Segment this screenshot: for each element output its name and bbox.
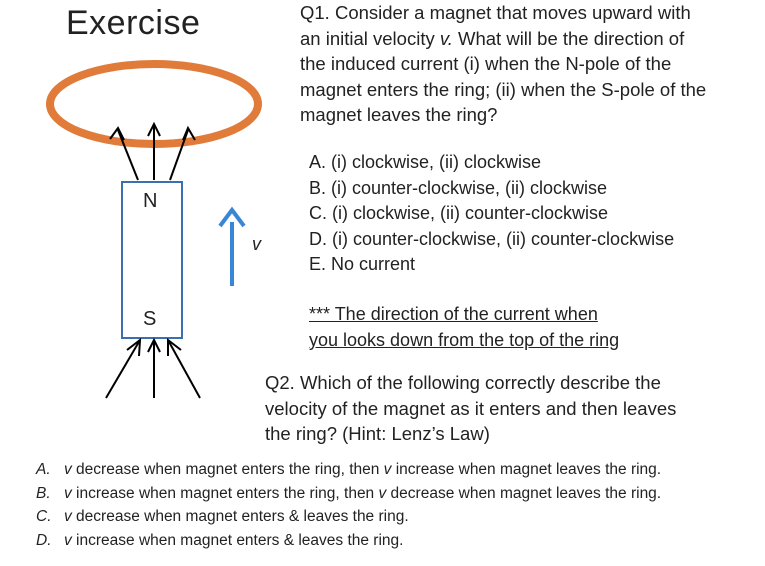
field-lines-bottom (105, 337, 201, 399)
question-1: Q1. Consider a magnet that moves upward … (300, 0, 760, 128)
q1-option-d: D. (i) counter-clockwise, (ii) counter-c… (309, 228, 675, 249)
q1-line: magnet enters the ring; (ii) when the S-… (300, 78, 707, 100)
q2-option-b: B. v increase when magnet enters the ring… (36, 482, 661, 506)
q1-option-b: B. (i) counter-clockwise, (ii) clockwise (309, 177, 608, 198)
q2-option-c: C. v decrease when magnet enters & leaves… (36, 505, 661, 529)
q1-text: an initial velocity (300, 27, 440, 49)
velocity-symbol: v (378, 484, 387, 502)
q1-option-a: A. (i) clockwise, (ii) clockwise (309, 152, 542, 172)
velocity-symbol: v (64, 508, 72, 525)
option-text: increase when magnet enters & leaves the… (71, 531, 404, 549)
note-line: you looks down from the top of the ring (309, 330, 620, 350)
q1-option-e: E. No current (309, 254, 416, 274)
q2-options-list: A. v decrease when magnet enters the ring… (36, 458, 661, 552)
question-2: Q2. Which of the following correctly des… (265, 370, 735, 447)
north-pole-label: N (143, 190, 158, 212)
q1-line: the induced current (i) when the N-pole … (300, 53, 672, 74)
q1-option-c: C. (i) clockwise, (ii) counter-clockwise (309, 203, 609, 223)
q2-line: the ring? (Hint: Lenz’s Law) (265, 423, 490, 444)
q1-options-list: A. (i) clockwise, (ii) clockwise B. (i) … (309, 150, 674, 278)
option-letter: C. (36, 508, 52, 525)
option-letter: A. (36, 461, 51, 478)
option-text: increase when magnet enters the ring, th… (71, 484, 379, 502)
q2-option-d: D. v increase when magnet enters & leaves… (36, 529, 661, 553)
direction-note: *** The direction of the current when yo… (309, 301, 619, 353)
south-pole-label: S (143, 308, 157, 330)
q1-text: What will be the direction of (452, 27, 685, 49)
option-letter: B. (36, 484, 51, 502)
q2-option-a: A. v decrease when magnet enters the ring… (36, 458, 661, 482)
field-lines-top (109, 121, 196, 181)
velocity-symbol: v (64, 484, 72, 502)
q1-line: magnet leaves the ring? (300, 104, 498, 125)
option-text: decrease when magnet enters & leaves the… (71, 508, 409, 525)
option-text: decrease when magnet leaves the ring. (386, 484, 662, 502)
option-text: decrease when magnet enters the ring, th… (71, 461, 384, 478)
q1-line: Q1. Consider a magnet that moves upward … (300, 2, 691, 23)
q2-line: Q2. Which of the following correctly des… (265, 372, 661, 393)
option-letter: D. (36, 531, 52, 549)
velocity-symbol: v (383, 461, 392, 478)
note-line: *** The direction of the current when (309, 304, 598, 324)
velocity-arrow (218, 206, 246, 286)
q2-line: velocity of the magnet as it enters and … (265, 397, 677, 419)
page-title: Exercise (66, 4, 201, 42)
q1-line: an initial velocity v. What will be the … (300, 26, 760, 52)
velocity-symbol: v (64, 531, 72, 549)
velocity-label: v (252, 234, 261, 254)
option-text: increase when magnet leaves the ring. (391, 461, 662, 478)
bar-magnet (121, 181, 183, 339)
velocity-symbol: v. (439, 27, 453, 49)
velocity-symbol: v (64, 461, 72, 478)
